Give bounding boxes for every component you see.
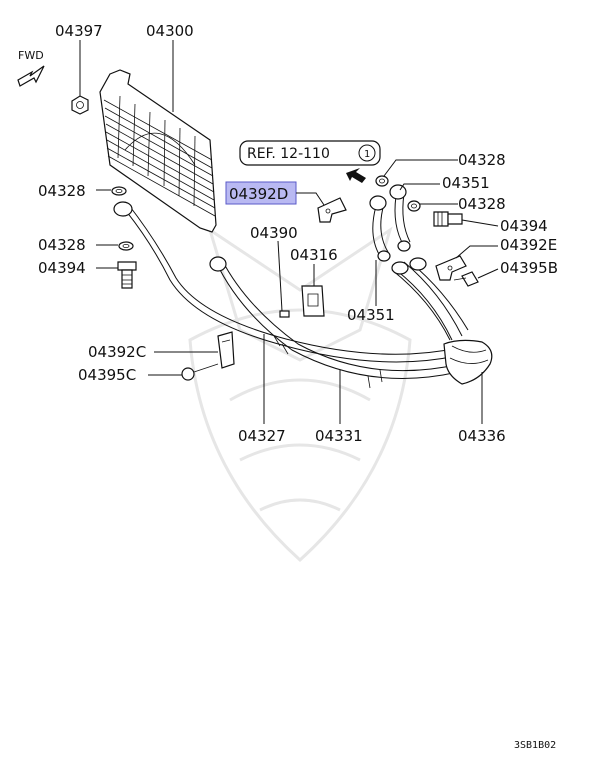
label-04394-right: 04394 [500,217,548,235]
forward-arrow-icon: FWD [17,49,45,87]
label-04328-top: 04328 [458,151,506,169]
bolt-04395b [453,271,479,287]
oil-lines [113,184,493,389]
washer-left-2 [118,241,134,251]
label-04395b: 04395B [500,259,558,277]
ref-arrow-icon [346,168,366,183]
diagram-code: 3SB1B02 [514,740,556,751]
label-04331: 04331 [315,427,363,445]
washer-left-1 [111,186,127,196]
banjo-bolt-left [117,261,137,289]
label-04395c: 04395C [78,366,136,384]
label-04300: 04300 [146,22,194,40]
washer-right-2 [407,200,421,212]
clip-04392d [317,197,347,223]
label-04392e: 04392E [500,236,557,254]
banjo-bolt-right [433,211,463,227]
label-04328-right-2: 04328 [458,195,506,213]
clip-04392c [217,331,235,369]
fwd-label: FWD [18,49,44,62]
watermark-emblem [188,226,412,563]
reference-box: REF. 12-110 1 [239,140,381,166]
oil-cooler [99,69,217,233]
label-04336: 04336 [458,427,506,445]
label-04397: 04397 [55,22,103,40]
bolt-04395c [181,363,219,381]
label-04392c: 04392C [88,343,146,361]
leader-lines [79,40,499,424]
label-04328-left-2: 04328 [38,236,86,254]
label-04351-top: 04351 [442,174,490,192]
label-04327: 04327 [238,427,286,445]
label-04351-bottom: 04351 [347,306,395,324]
reference-text: REF. 12-110 [247,146,330,162]
label-04392d: 04392D [229,185,288,203]
washer-right-1 [375,175,389,187]
label-04328-left-1: 04328 [38,182,86,200]
clip-04392e [435,255,467,281]
clamp-04316 [301,285,325,317]
reference-number: 1 [364,149,370,160]
nut-04397 [71,95,89,115]
label-04390: 04390 [250,224,298,242]
label-04316: 04316 [290,246,338,264]
pin-04390 [279,310,290,318]
label-04394-left: 04394 [38,259,86,277]
